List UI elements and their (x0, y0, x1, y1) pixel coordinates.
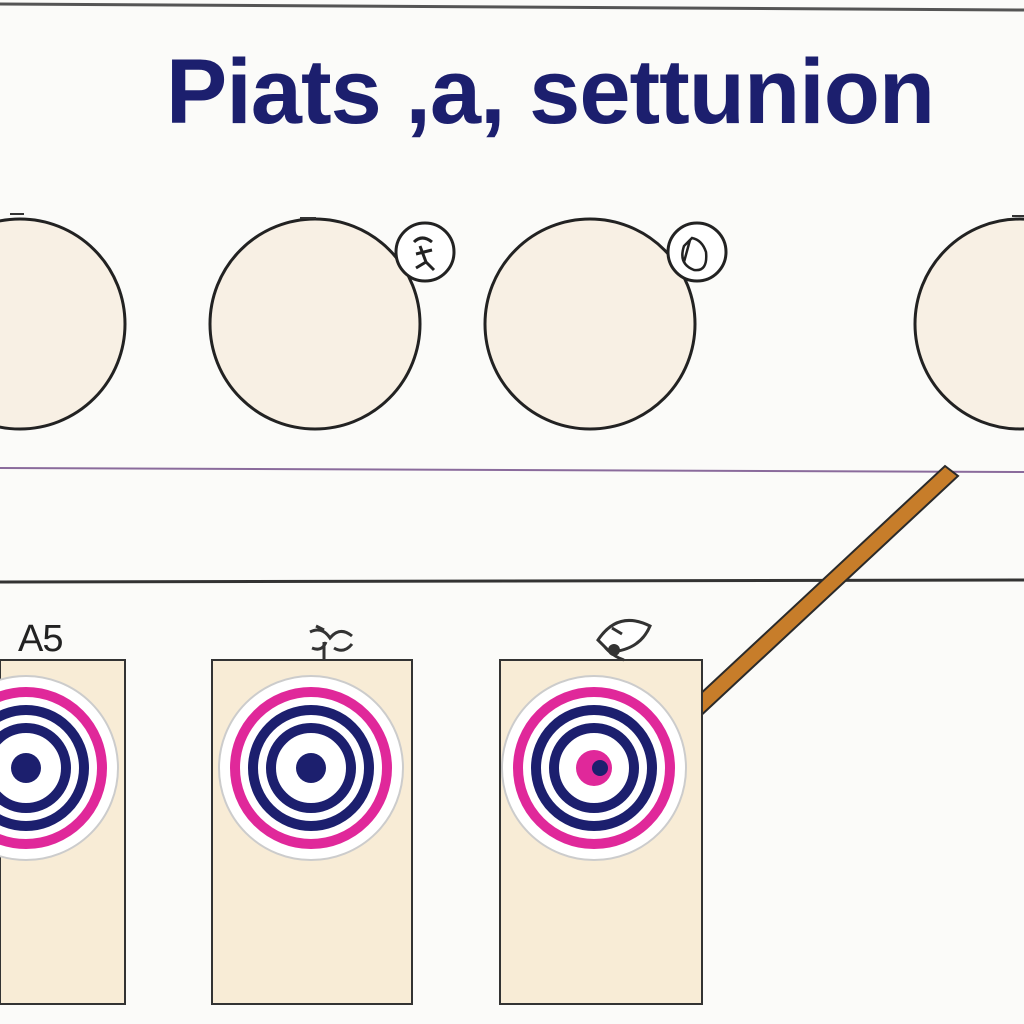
middle-divider (0, 467, 1024, 473)
card-label: A5 (18, 618, 63, 660)
target-card-1 (0, 659, 126, 1005)
circle-4 (913, 217, 1024, 431)
circle-2 (208, 217, 422, 431)
lower-divider (0, 578, 1024, 584)
circle-3 (483, 217, 697, 431)
target-card-3 (499, 659, 703, 1005)
leaf-sketch-icon (666, 221, 728, 283)
circle-row (0, 213, 1024, 431)
plant-sketch-icon (309, 624, 354, 660)
page-title: Piats ,a, settunion (165, 41, 935, 143)
feather-sketch-icon (596, 618, 652, 662)
circle-1 (0, 217, 127, 431)
top-frame-line (0, 2, 1024, 12)
figure-sketch-icon (394, 221, 456, 283)
target-card-2 (211, 659, 413, 1005)
